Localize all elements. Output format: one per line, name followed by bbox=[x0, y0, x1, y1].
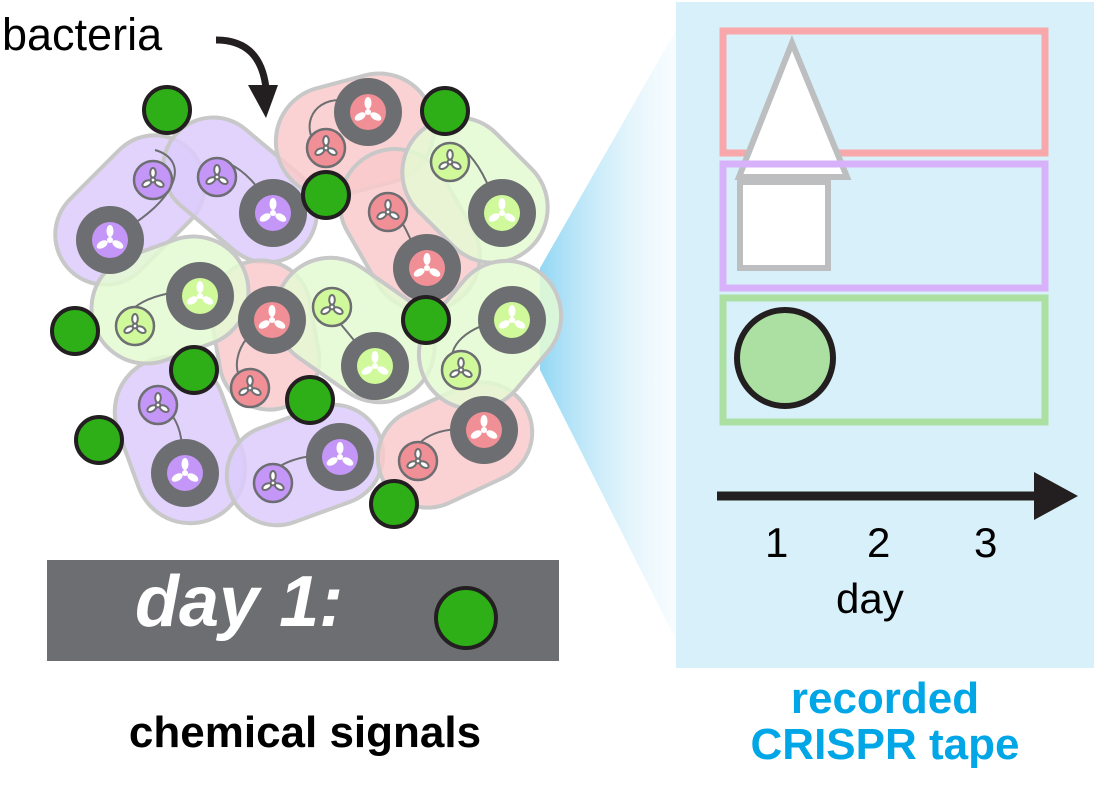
timeline-tick-3: 3 bbox=[974, 519, 998, 566]
tape-row-square bbox=[719, 160, 1049, 292]
bacteria-label: bacteria bbox=[2, 9, 163, 60]
tape-row-triangle bbox=[719, 27, 1049, 180]
triangle-icon bbox=[734, 34, 852, 180]
bacteria-arrow bbox=[215, 36, 278, 118]
chemical-signal-dots bbox=[50, 85, 470, 529]
tape-caption-line2: CRISPR tape bbox=[750, 720, 1020, 769]
day-banner: day 1: bbox=[47, 560, 559, 661]
circle-icon bbox=[734, 307, 836, 409]
big-reels bbox=[76, 78, 546, 507]
crispr-tape-panel bbox=[676, 2, 1094, 668]
timeline-tick-2: 2 bbox=[867, 519, 891, 566]
timeline-arrow bbox=[717, 472, 1078, 520]
tape-caption-line1: recorded bbox=[790, 674, 980, 723]
chemical-signals-label: chemical signals bbox=[128, 708, 482, 757]
tape-rows-graphic bbox=[717, 27, 1078, 520]
chemical-signal-icon bbox=[434, 586, 498, 650]
tape-row-circle bbox=[719, 294, 1049, 426]
day-banner-text: day 1: bbox=[135, 562, 344, 642]
timeline-axis-label: day bbox=[836, 575, 904, 622]
tape-caption: recorded CRISPR tape bbox=[676, 676, 1094, 768]
timeline-tick-1: 1 bbox=[765, 519, 789, 566]
small-reels bbox=[114, 127, 482, 504]
zoom-beam bbox=[540, 30, 676, 640]
square-icon bbox=[737, 179, 831, 271]
